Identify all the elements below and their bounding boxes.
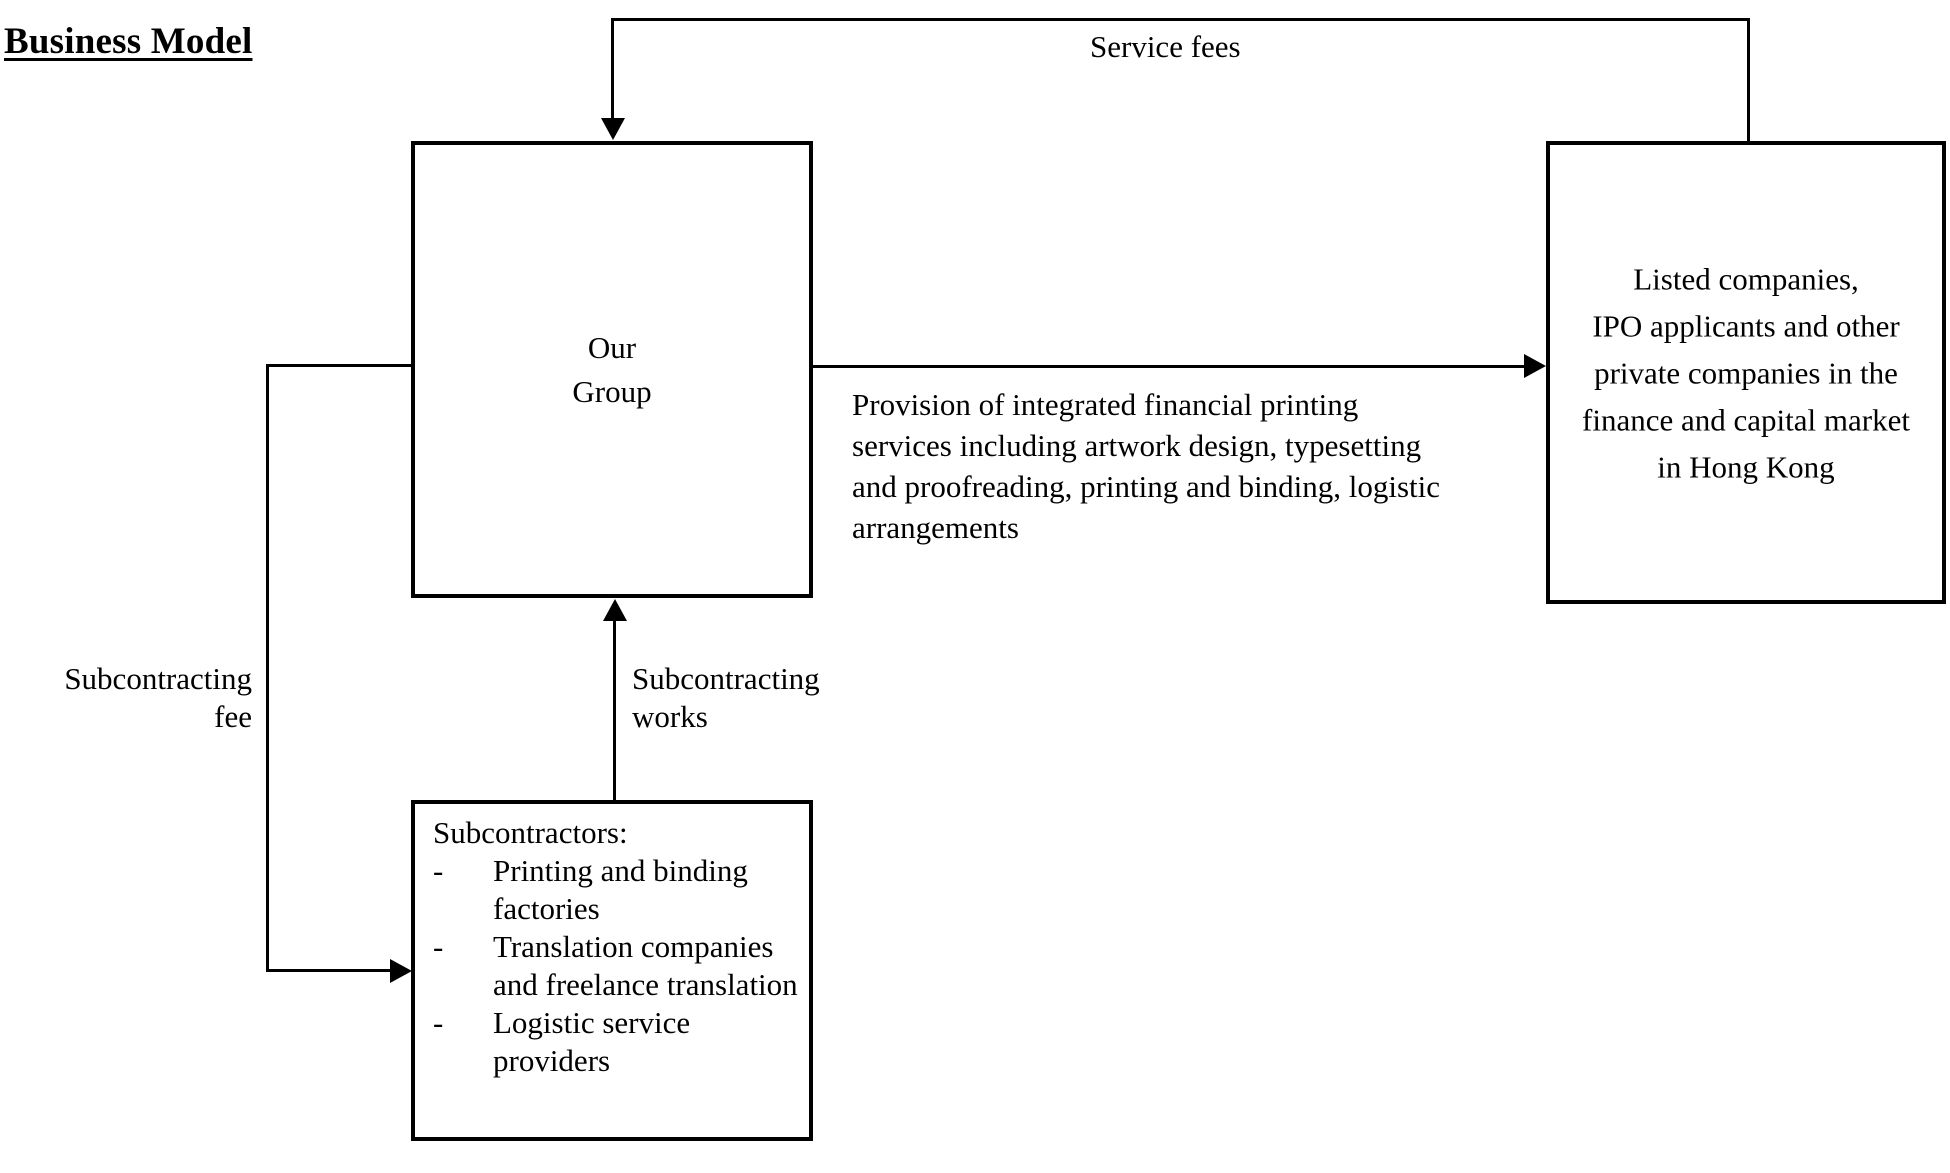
list-item: - Translation companies and freelance tr… bbox=[433, 928, 801, 1004]
subcontracting-fee-edge-segment-vertical bbox=[266, 364, 269, 971]
provision-line-3: and proofreading, printing and binding, … bbox=[852, 469, 1441, 504]
provision-arrowhead-icon bbox=[1524, 354, 1546, 378]
node-our-group-line-1: Our bbox=[587, 329, 637, 365]
subcontracting-fee-arrowhead-icon bbox=[390, 959, 412, 983]
bullet-dash-icon: - bbox=[433, 1005, 444, 1040]
list-item-label: Printing and binding factories bbox=[493, 853, 748, 926]
service-fees-edge-segment-top-horizontal bbox=[612, 18, 1750, 21]
bullet-dash-icon: - bbox=[433, 929, 444, 964]
service-fees-edge-segment-right-vertical bbox=[1747, 18, 1750, 143]
node-clients[interactable]: Listed companies, IPO applicants and oth… bbox=[1546, 141, 1946, 604]
node-subcontractors-text: Subcontractors: - Printing and binding f… bbox=[433, 814, 801, 1080]
provision-edge-line bbox=[812, 365, 1524, 368]
service-fees-edge-segment-left-vertical bbox=[611, 18, 614, 122]
list-item: - Printing and binding factories bbox=[433, 852, 801, 928]
node-clients-line-1: Listed companies, bbox=[1633, 261, 1859, 296]
node-clients-line-3: private companies in the bbox=[1594, 355, 1898, 390]
subcontracting-fee-line-2: fee bbox=[214, 699, 252, 734]
node-our-group-line-2: Group bbox=[572, 373, 652, 409]
list-item-label: Translation companies and freelance tran… bbox=[493, 929, 798, 1002]
node-clients-line-4: finance and capital market bbox=[1582, 402, 1910, 437]
edge-label-provision-of-services: Provision of integrated financial printi… bbox=[852, 384, 1507, 548]
subcontracting-works-line-1: Subcontracting bbox=[632, 661, 820, 696]
node-subcontractors[interactable]: Subcontractors: - Printing and binding f… bbox=[411, 800, 813, 1141]
node-our-group[interactable]: Our Group bbox=[411, 141, 813, 598]
subcontracting-works-edge-line bbox=[613, 620, 616, 802]
subcontracting-fee-edge-segment-top-horizontal bbox=[266, 364, 414, 367]
list-item-label: Logistic service providers bbox=[493, 1005, 691, 1078]
provision-line-2: services including artwork design, types… bbox=[852, 428, 1422, 463]
node-our-group-text: Our Group bbox=[415, 326, 809, 414]
subcontracting-works-line-2: works bbox=[632, 699, 708, 734]
node-clients-text: Listed companies, IPO applicants and oth… bbox=[1556, 255, 1936, 490]
subcontracting-works-arrowhead-icon bbox=[603, 599, 627, 621]
node-clients-line-2: IPO applicants and other bbox=[1592, 308, 1900, 343]
service-fees-arrowhead-icon bbox=[601, 118, 625, 140]
subcontracting-fee-line-1: Subcontracting bbox=[64, 661, 252, 696]
list-item: - Logistic service providers bbox=[433, 1004, 801, 1080]
page-title: Business Model bbox=[4, 21, 253, 62]
edge-label-subcontracting-fee: Subcontracting fee bbox=[0, 660, 252, 736]
node-clients-line-5: in Hong Kong bbox=[1657, 449, 1835, 484]
node-subcontractors-heading: Subcontractors: bbox=[433, 815, 628, 850]
provision-line-4: arrangements bbox=[852, 510, 1019, 545]
bullet-dash-icon: - bbox=[433, 853, 444, 888]
subcontractors-list: - Printing and binding factories - Trans… bbox=[433, 852, 801, 1080]
edge-label-service-fees: Service fees bbox=[1090, 29, 1241, 64]
edge-label-subcontracting-works: Subcontracting works bbox=[632, 660, 892, 736]
provision-line-1: Provision of integrated financial printi… bbox=[852, 387, 1359, 422]
subcontracting-fee-edge-segment-bottom-horizontal bbox=[266, 969, 392, 972]
